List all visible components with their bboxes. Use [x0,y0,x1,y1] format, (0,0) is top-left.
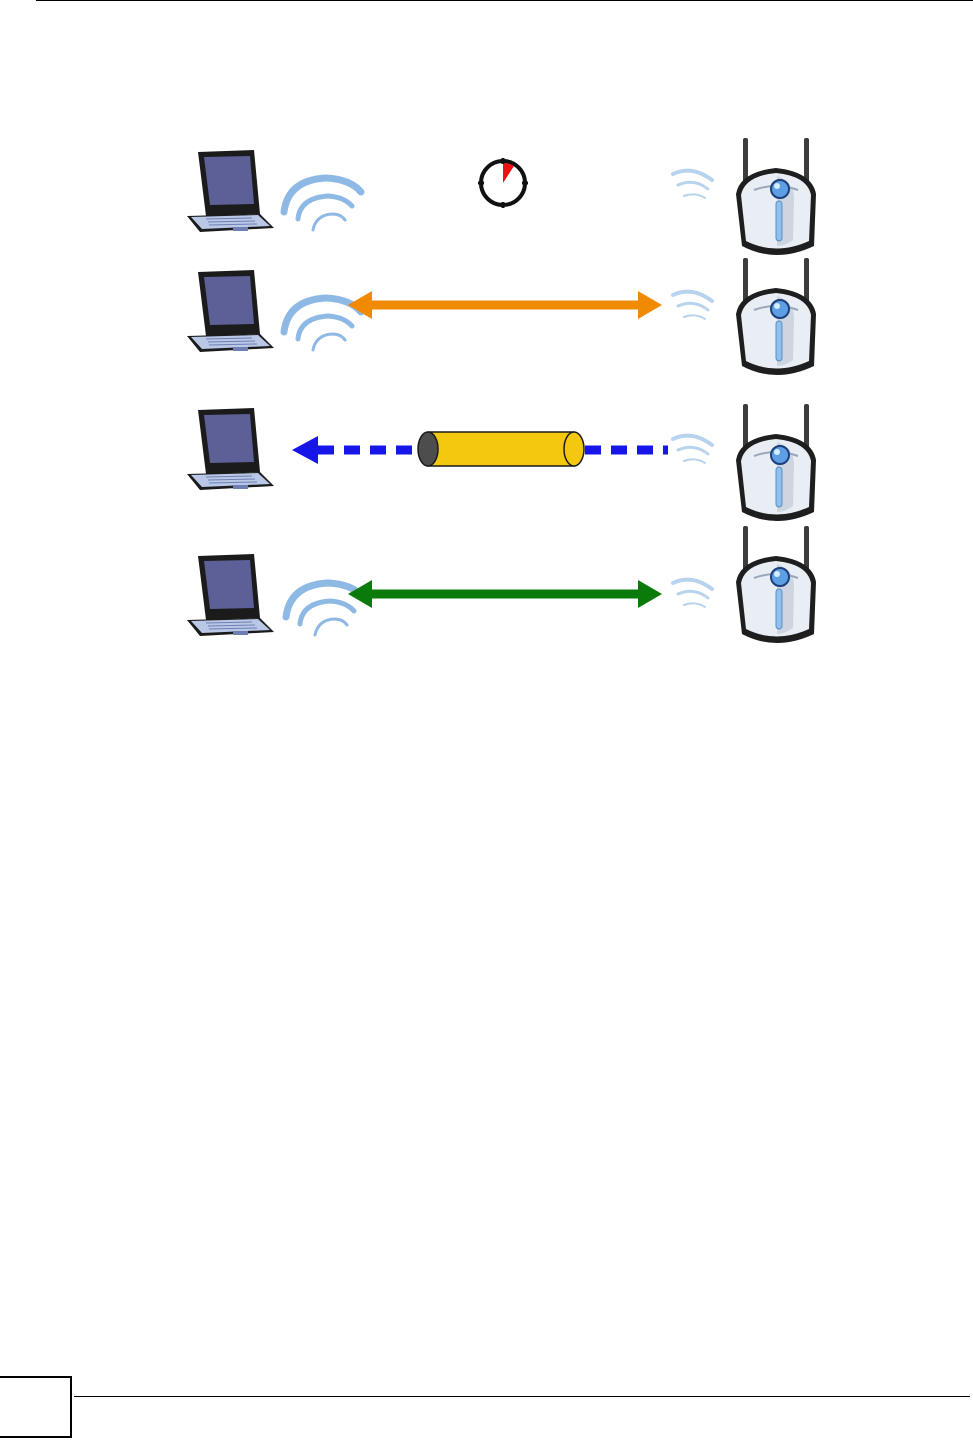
tunnel-icon [418,432,584,466]
access-point-icon [736,258,816,375]
orange-double-arrow [348,291,662,319]
access-point-icon [736,138,816,255]
laptop-icon [187,150,274,232]
signal-waves-icon [673,436,712,463]
wireless-connection-diagram [0,0,973,700]
laptop-icon [187,408,274,490]
page-number-box [0,1376,72,1438]
signal-waves-icon [284,178,361,230]
signal-waves-icon [286,583,363,635]
signal-waves-icon [673,580,712,607]
stopwatch-icon [478,158,528,208]
footer-rule [74,1396,970,1397]
access-point-icon [736,404,816,521]
laptop-icon [187,270,274,352]
laptop-icon [187,554,274,636]
signal-waves-icon [673,292,712,319]
signal-waves-icon [673,171,712,198]
green-double-arrow [348,580,662,608]
access-point-icon [736,526,816,643]
